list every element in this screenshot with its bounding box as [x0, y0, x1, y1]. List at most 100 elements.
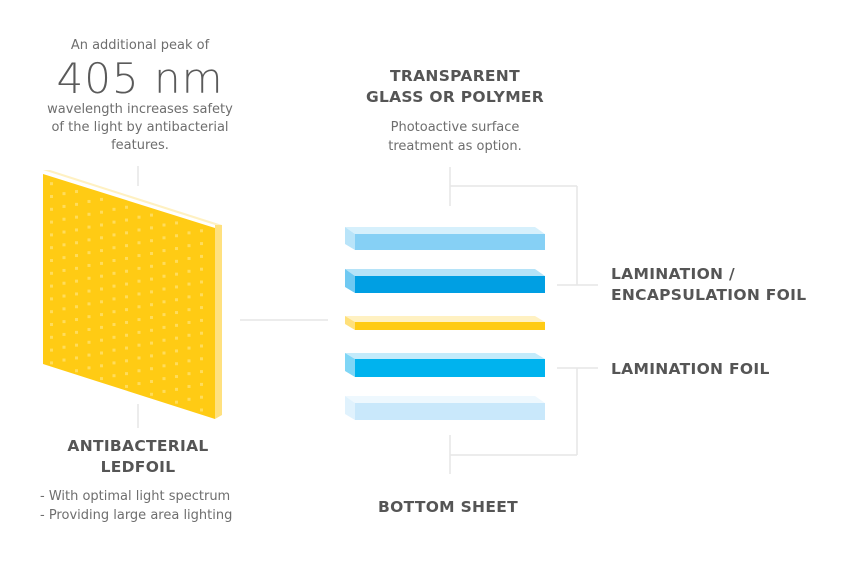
panel-dot [62, 217, 66, 221]
panel-dot [125, 256, 128, 260]
panel-dot [112, 310, 116, 314]
panel-dot [100, 223, 103, 227]
panel-dot [87, 238, 91, 242]
panel-dot [175, 311, 178, 315]
panel-dot [175, 387, 178, 391]
panel-dot [175, 349, 178, 353]
panel-dot [162, 274, 166, 278]
panel-dot [175, 234, 178, 238]
panel-dot [62, 358, 66, 362]
panel-dot [200, 267, 203, 271]
panel-dot [200, 331, 203, 335]
panel-dot [125, 231, 128, 235]
panel-dot [150, 379, 153, 383]
panel-dot [87, 353, 91, 357]
panel-dot [187, 384, 191, 388]
lamination-encapsulation-label: LAMINATION / ENCAPSULATION FOIL [611, 264, 806, 306]
panel-dot [62, 345, 66, 349]
panel-dot [200, 306, 203, 310]
panel-dot [150, 315, 153, 319]
panel-dot [162, 300, 166, 304]
panel-dot [125, 282, 128, 286]
panel-dot [162, 313, 166, 317]
panel-dot [150, 392, 153, 396]
panel-dot [62, 307, 66, 311]
ledfoil-feature-item: - Providing large area lighting [40, 508, 233, 523]
panel-dot [75, 266, 78, 270]
connector-lines [137, 166, 598, 474]
panel-dot [87, 225, 91, 229]
panel-dot [125, 308, 128, 312]
panel-dot [75, 356, 78, 360]
panel-dot [175, 375, 178, 379]
panel-dot [137, 330, 141, 334]
panel-dot [100, 249, 103, 253]
panel-dot [175, 272, 178, 276]
callout-description-line: of the light by antibacterial [51, 120, 229, 135]
panel-dot [125, 205, 128, 209]
ledfoil-features: - With optimal light spectrum - Providin… [40, 487, 280, 525]
panel-dot [87, 315, 91, 319]
panel-dot [137, 369, 141, 373]
panel-dot [87, 366, 91, 370]
panel-dot [125, 218, 128, 222]
panel-dot [50, 361, 53, 365]
label-line: LAMINATION / [611, 265, 735, 283]
panel-dot [75, 318, 78, 322]
panel-dot [50, 220, 53, 224]
panel-dot [187, 320, 191, 324]
panel-dot [125, 244, 128, 248]
panel-dot [162, 389, 166, 393]
panel-dot [75, 228, 78, 232]
panel-dot [62, 320, 66, 324]
panel-dot [112, 207, 116, 211]
panel-dot [187, 397, 191, 401]
panel-dot [75, 305, 78, 309]
panel-dot [200, 280, 203, 284]
panel-dot [137, 215, 141, 219]
panel-dot [150, 239, 153, 243]
panel-dot [100, 287, 103, 291]
panel-dot [200, 254, 203, 258]
panel-dot [75, 215, 78, 219]
panel-dot [62, 332, 66, 336]
glass-description-line: treatment as option. [388, 139, 522, 154]
panel-dot [75, 330, 78, 334]
panel-dot [87, 263, 91, 267]
panel-dot [100, 210, 103, 214]
panel-dot [87, 199, 91, 203]
panel-dot [75, 292, 78, 296]
panel-dot [175, 221, 178, 225]
glass-description-line: Photoactive surface [390, 120, 520, 135]
panel-dot [200, 370, 203, 374]
panel-dot [62, 268, 66, 272]
panel-dot [75, 369, 78, 373]
panel-dot [175, 247, 178, 251]
panel-dot [187, 256, 191, 260]
panel-dot [150, 328, 153, 332]
glass-title-line: TRANSPARENT [390, 67, 520, 85]
panel-dot [200, 229, 203, 233]
panel-dot [200, 293, 203, 297]
panel-dot [137, 343, 141, 347]
panel-dot [187, 282, 191, 286]
panel-dot [112, 323, 116, 327]
layer-stack [345, 227, 545, 420]
panel-dot [100, 313, 103, 317]
label-line: ENCAPSULATION FOIL [611, 286, 807, 304]
glass-description: Photoactive surface treatment as option. [340, 118, 570, 156]
panel-dot [175, 336, 178, 340]
callout-description-line: features. [111, 138, 169, 153]
panel-dot [87, 289, 91, 293]
panel-dot [87, 302, 91, 306]
panel-dot [187, 244, 191, 248]
panel-dot [187, 346, 191, 350]
callout-description-line: wavelength increases safety [47, 102, 233, 117]
panel-dot [150, 277, 153, 281]
ledfoil-panel [43, 170, 222, 419]
panel-dot [75, 254, 78, 258]
panel-dot [162, 325, 166, 329]
panel-dot [100, 351, 103, 355]
panel-dot [87, 276, 91, 280]
